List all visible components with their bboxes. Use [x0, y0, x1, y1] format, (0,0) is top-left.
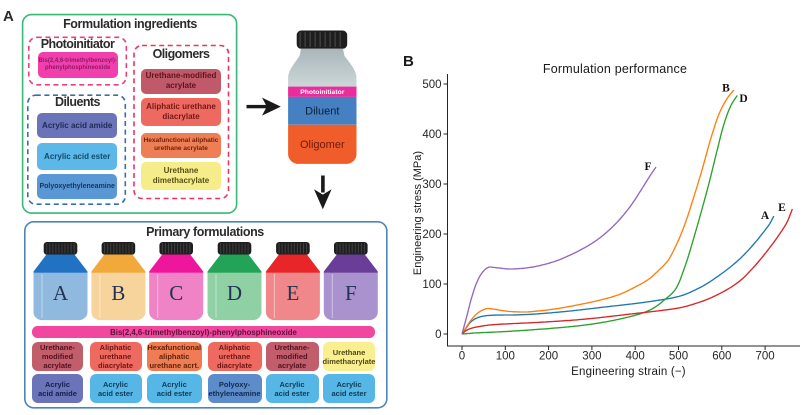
svg-text:B: B [111, 281, 125, 305]
svg-text:600: 600 [712, 351, 731, 363]
svg-text:500: 500 [422, 79, 441, 91]
svg-text:Engineering stress (MPa): Engineering stress (MPa) [412, 151, 424, 275]
svg-text:Oligomer: Oligomer [300, 139, 345, 151]
svg-text:D: D [739, 93, 747, 105]
svg-text:400: 400 [422, 129, 441, 141]
svg-text:Diluent: Diluent [305, 106, 339, 118]
svg-text:300: 300 [582, 351, 601, 363]
svg-text:100: 100 [422, 279, 441, 291]
svg-text:Formulation performance: Formulation performance [543, 62, 687, 76]
svg-text:Engineering strain (−): Engineering strain (−) [571, 366, 686, 378]
svg-text:200: 200 [539, 351, 558, 363]
svg-text:D: D [227, 281, 242, 305]
svg-text:Photoinitiator: Photoinitiator [300, 89, 345, 96]
svg-text:200: 200 [422, 229, 441, 241]
svg-text:B: B [722, 83, 730, 95]
svg-text:700: 700 [756, 351, 775, 363]
svg-text:A: A [53, 281, 69, 305]
svg-text:A: A [761, 210, 770, 222]
svg-text:400: 400 [626, 351, 645, 363]
svg-text:0: 0 [435, 329, 441, 341]
svg-text:F: F [644, 161, 651, 173]
svg-text:500: 500 [669, 351, 688, 363]
svg-text:C: C [169, 281, 183, 305]
svg-text:B: B [403, 53, 414, 70]
svg-text:E: E [778, 202, 786, 214]
svg-text:F: F [345, 281, 357, 305]
svg-text:0: 0 [459, 351, 465, 363]
svg-text:100: 100 [496, 351, 515, 363]
svg-text:300: 300 [422, 179, 441, 191]
svg-text:E: E [286, 281, 299, 305]
